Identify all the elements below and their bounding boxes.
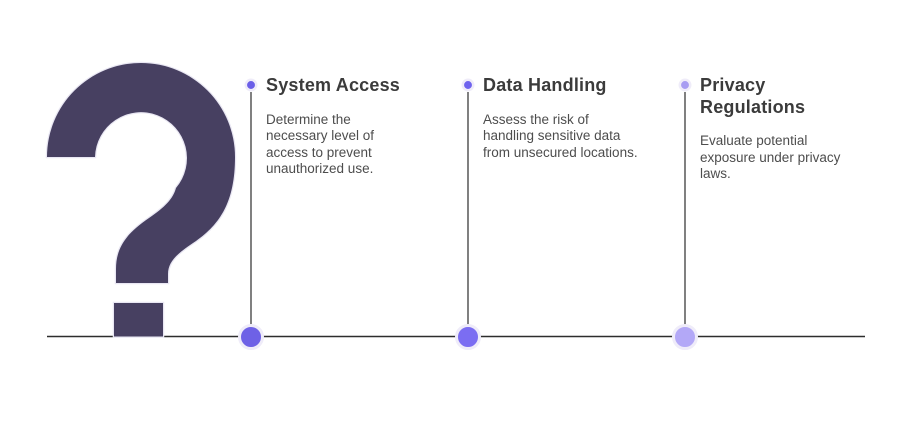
- timeline-item-data-handling: Data Handling Assess the risk of handlin…: [483, 75, 638, 161]
- item-description: Determine the necessary level of access …: [266, 111, 375, 177]
- milestone-dot: [461, 78, 475, 92]
- timeline-node: [238, 324, 264, 350]
- item-description: Evaluate potential exposure under privac…: [700, 133, 841, 182]
- timeline-node: [455, 324, 481, 350]
- item-title: System Access: [266, 75, 401, 95]
- item-description: Assess the risk of handling sensitive da…: [483, 111, 638, 160]
- question-mark-dot: [112, 301, 165, 338]
- timeline-item-privacy-regulations: Privacy Regulations Evaluate potential e…: [700, 75, 862, 183]
- question-mark-icon: [45, 61, 237, 338]
- item-title: Data Handling: [483, 75, 607, 95]
- milestone-dot: [678, 78, 692, 92]
- item-title: Privacy Regulations: [700, 75, 806, 117]
- timeline-item-system-access: System Access Determine the necessary le…: [266, 75, 401, 178]
- timeline-node: [672, 324, 698, 350]
- question-mark-glyph: [45, 61, 237, 285]
- milestone-dot: [244, 78, 258, 92]
